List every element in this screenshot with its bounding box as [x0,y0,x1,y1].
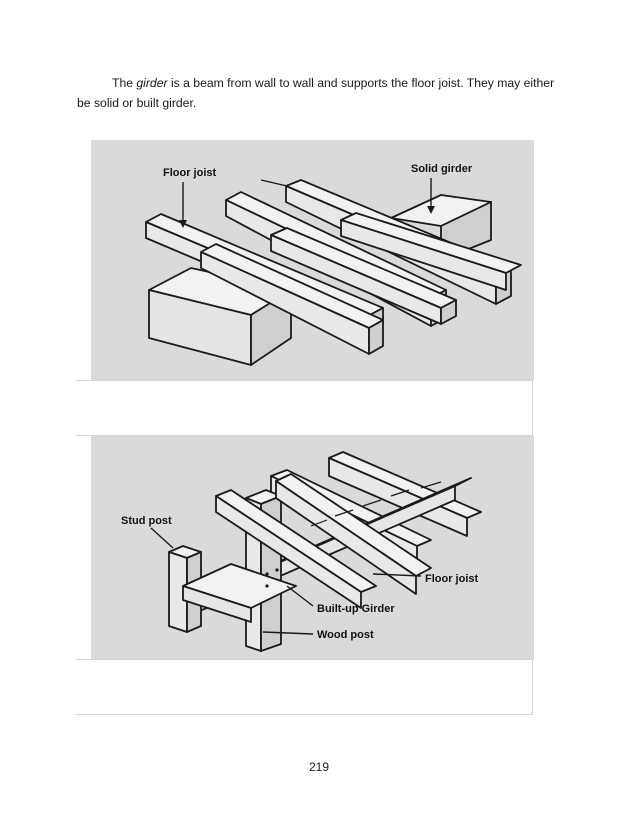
solid-girder-label: Solid girder [411,163,473,175]
solid-girder-figure: Floor joist Solid girder [91,140,534,380]
solid-girder-drawing: Floor joist Solid girder [145,163,522,366]
built-up-girder-figure: Stud post Floor joist Built-up Girder Wo… [91,436,534,659]
paragraph-lead: The [112,76,137,90]
floor-joist-label-2: Floor joist [425,573,479,585]
page-number: 219 [308,760,330,774]
floor-joist-label: Floor joist [163,167,217,179]
figure1-caption-box [76,380,533,436]
intro-paragraph: The girder is a beam from wall to wall a… [77,73,557,113]
paragraph-rest: is a beam from wall to wall and supports… [77,76,555,110]
figure2-caption-box [76,659,533,715]
built-up-girder-label: Built-up Girder [317,603,395,615]
paragraph-term: girder [136,76,168,90]
built-up-girder-drawing: Stud post Floor joist Built-up Girder Wo… [121,451,482,652]
wood-post-label: Wood post [317,629,374,641]
stud-post-label: Stud post [121,515,172,527]
